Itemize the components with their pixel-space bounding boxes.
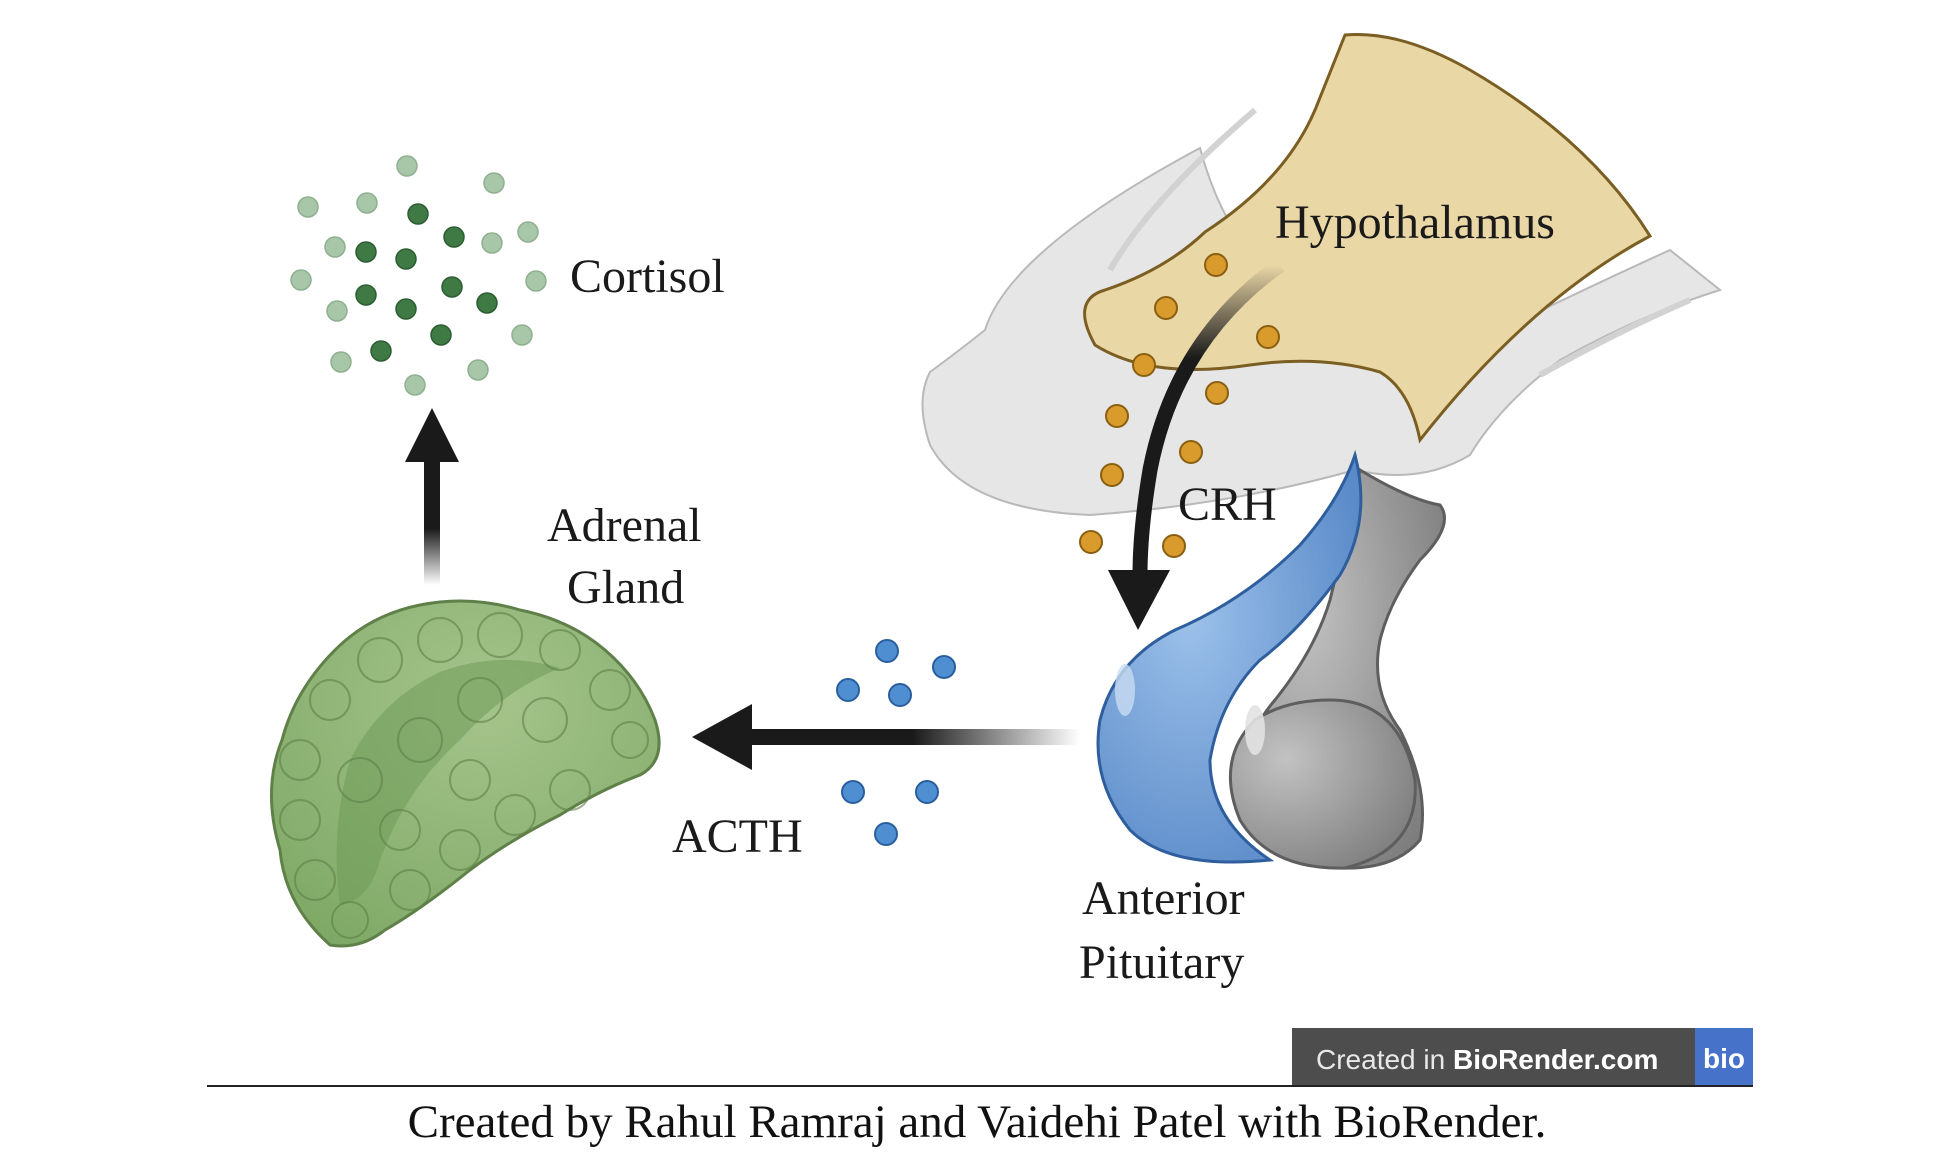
acth-dot bbox=[874, 822, 898, 846]
acth-arrow bbox=[692, 704, 1080, 770]
crh-arrow bbox=[1108, 258, 1285, 630]
label-adrenal: Adrenal bbox=[547, 499, 702, 552]
acth-dot bbox=[932, 655, 956, 679]
anterior-pituitary bbox=[1096, 449, 1363, 864]
pituitary-highlight-grey bbox=[1245, 705, 1265, 755]
cortisol-dot-light bbox=[483, 172, 505, 194]
biorender-logo: bio bbox=[1703, 1043, 1745, 1074]
cortisol-dot-dark bbox=[443, 226, 465, 248]
adrenal-cell bbox=[477, 612, 523, 658]
crh-dot bbox=[1079, 530, 1103, 554]
cortisol-dot-light bbox=[297, 196, 319, 218]
badge-brand: BioRender.com bbox=[1453, 1044, 1658, 1075]
crh-dot bbox=[1100, 463, 1124, 487]
label-gland: Gland bbox=[567, 561, 684, 614]
figure-caption: Created by Rahul Ramraj and Vaidehi Pate… bbox=[407, 1096, 1547, 1148]
adrenal-cell bbox=[457, 677, 503, 723]
crh-dot bbox=[1132, 353, 1156, 377]
cortisol-dot-dark bbox=[441, 276, 463, 298]
crh-particles bbox=[1079, 253, 1280, 558]
cortisol-dot-light bbox=[356, 192, 378, 214]
label-acth: ACTH bbox=[672, 810, 803, 863]
adrenal-cell bbox=[539, 629, 581, 671]
adrenal-cell bbox=[522, 697, 568, 743]
adrenal-cell bbox=[417, 617, 463, 663]
hypothalamus-shape bbox=[1083, 32, 1653, 444]
crh-dot bbox=[1204, 253, 1228, 277]
adrenal-cell bbox=[357, 637, 403, 683]
crh-dot bbox=[1154, 296, 1178, 320]
biorender-badge[interactable]: Created in BioRender.com bio bbox=[1292, 1028, 1753, 1086]
badge-prefix: Created in bbox=[1316, 1044, 1453, 1075]
cortisol-dot-dark bbox=[407, 203, 429, 225]
adrenal-cell bbox=[331, 901, 369, 939]
cortisol-dot-light bbox=[511, 324, 533, 346]
cortisol-particles bbox=[290, 155, 547, 396]
label-pituitary: Pituitary bbox=[1079, 936, 1244, 989]
cortisol-dot-dark bbox=[430, 324, 452, 346]
adrenal-cell bbox=[379, 809, 421, 851]
cortisol-dot-light bbox=[517, 221, 539, 243]
label-anterior: Anterior bbox=[1082, 872, 1245, 925]
crh-dot bbox=[1205, 381, 1229, 405]
adrenal-cell bbox=[549, 769, 591, 811]
acth-dot bbox=[836, 678, 860, 702]
adrenal-cell bbox=[279, 799, 321, 841]
adrenal-cell bbox=[449, 759, 491, 801]
cortisol-dot-light bbox=[324, 236, 346, 258]
crh-dot bbox=[1179, 440, 1203, 464]
crh-dot bbox=[1105, 404, 1129, 428]
cortisol-dot-light bbox=[290, 269, 312, 291]
label-crh: CRH bbox=[1178, 478, 1277, 531]
cortisol-dot-light bbox=[326, 300, 348, 322]
adrenal-cell bbox=[279, 739, 321, 781]
cortisol-dot-light bbox=[481, 232, 503, 254]
adrenal-cell bbox=[439, 829, 481, 871]
acth-dot bbox=[888, 683, 912, 707]
adrenal-gland bbox=[269, 599, 661, 948]
acth-dot bbox=[915, 780, 939, 804]
adrenal-cell bbox=[389, 869, 431, 911]
pituitary-highlight bbox=[1115, 664, 1135, 716]
caption-divider bbox=[207, 1085, 1753, 1087]
adrenal-cell bbox=[494, 794, 536, 836]
cortisol-dot-light bbox=[330, 351, 352, 373]
cortisol-dot-dark bbox=[355, 284, 377, 306]
crh-dot bbox=[1256, 325, 1280, 349]
svg-text:Created in BioRender.com: Created in BioRender.com bbox=[1316, 1044, 1658, 1075]
adrenal-cell bbox=[294, 859, 336, 901]
cortisol-dot-light bbox=[525, 270, 547, 292]
acth-dot bbox=[841, 780, 865, 804]
acth-dot bbox=[875, 639, 899, 663]
acth-particles bbox=[836, 639, 956, 846]
adrenal-cell bbox=[589, 669, 631, 711]
adrenal-cell bbox=[337, 757, 383, 803]
cortisol-arrow bbox=[405, 408, 459, 585]
cortisol-dot-dark bbox=[355, 241, 377, 263]
adrenal-cell bbox=[309, 679, 351, 721]
crh-dot bbox=[1162, 534, 1186, 558]
cortisol-dot-light bbox=[396, 155, 418, 177]
cortisol-dot-light bbox=[467, 359, 489, 381]
cortisol-dot-dark bbox=[395, 298, 417, 320]
label-hypothalamus: Hypothalamus bbox=[1275, 196, 1555, 249]
cortisol-dot-dark bbox=[370, 340, 392, 362]
cortisol-dot-dark bbox=[395, 248, 417, 270]
adrenal-cell bbox=[397, 717, 443, 763]
label-cortisol: Cortisol bbox=[570, 250, 725, 303]
adrenal-cell bbox=[611, 721, 649, 759]
cortisol-dot-dark bbox=[476, 292, 498, 314]
cortisol-dot-light bbox=[404, 374, 426, 396]
